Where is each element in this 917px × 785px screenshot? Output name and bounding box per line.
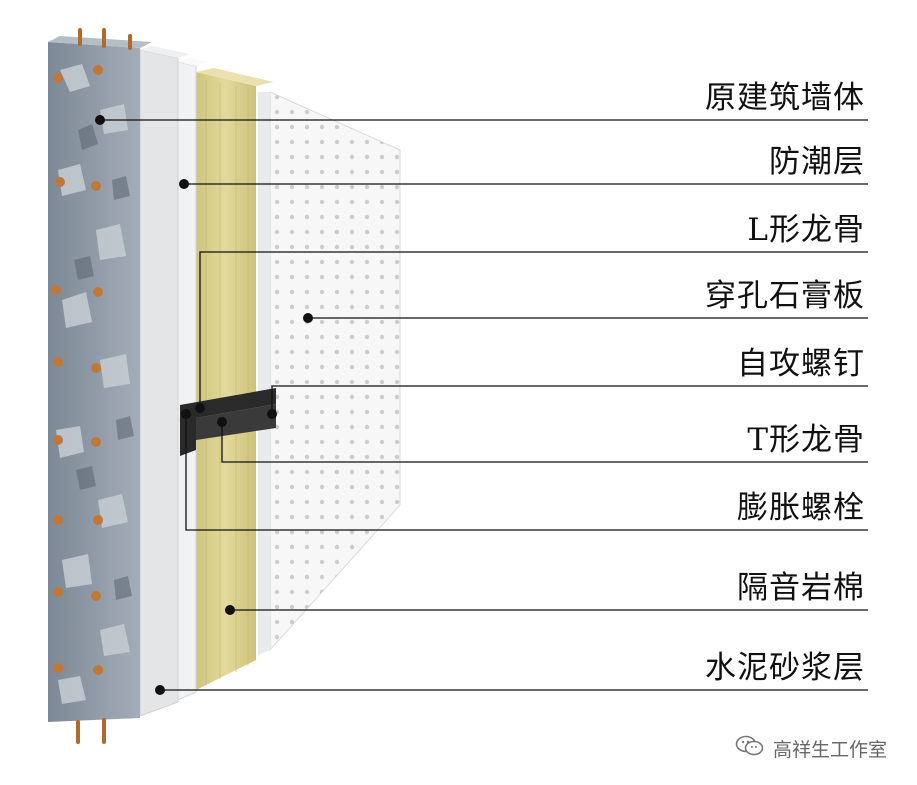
concrete-wall (48, 28, 152, 744)
leader-lines (100, 119, 868, 691)
leader-dots (95, 115, 313, 695)
label-perforated-board: 穿孔石膏板 (705, 278, 865, 314)
perforated-gypsum-board (258, 91, 401, 655)
label-expansion-bolt: 膨胀螺栓 (737, 490, 865, 526)
label-t-keel: T形龙骨 (747, 422, 865, 458)
label-self-tapping-screw: 自攻螺钉 (737, 346, 865, 382)
label-original-wall: 原建筑墙体 (705, 80, 865, 116)
label-moisture-layer: 防潮层 (769, 144, 865, 180)
label-l-keel: L形龙骨 (747, 212, 865, 248)
label-rock-wool: 隔音岩棉 (737, 570, 865, 606)
watermark-text: 高祥生工作室 (772, 738, 887, 761)
label-mortar-layer: 水泥砂浆层 (705, 650, 865, 686)
rock-wool-layer (196, 68, 274, 690)
wechat-icon (735, 735, 765, 762)
watermark: 高祥生工作室 (735, 735, 887, 761)
